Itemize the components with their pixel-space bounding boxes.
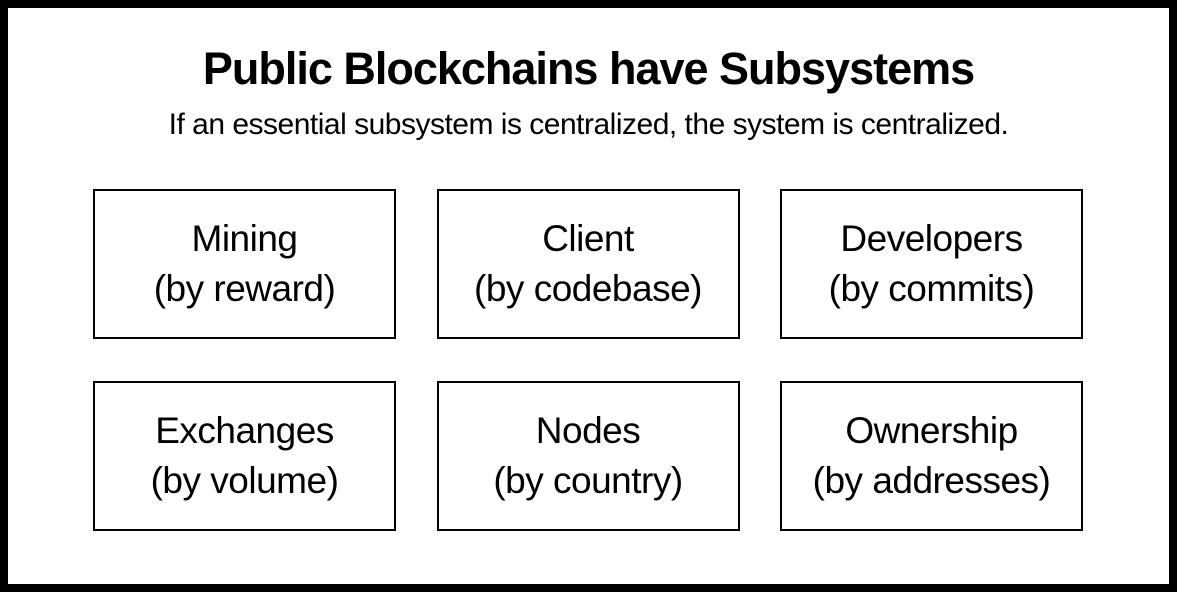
subsystem-name: Mining: [191, 218, 299, 260]
subsystem-box-mining: Mining (by reward): [93, 189, 396, 339]
subsystem-qualifier: (by codebase): [474, 268, 702, 309]
subsystem-box-exchanges: Exchanges (by volume): [93, 381, 396, 531]
subsystem-qualifier: (by country): [493, 460, 683, 501]
subsystem-name: Ownership: [845, 410, 1018, 452]
subsystem-name: Client: [542, 218, 634, 260]
subsystem-box-nodes: Nodes (by country): [436, 381, 740, 531]
subsystem-name: Exchanges: [155, 410, 334, 452]
subsystem-name: Developers: [840, 218, 1023, 260]
subsystem-qualifier: (by commits): [828, 268, 1035, 309]
slide-header: Public Blockchains have Subsystems If an…: [8, 8, 1169, 142]
subsystem-qualifier: (by volume): [150, 460, 339, 501]
subsystem-box-client: Client (by codebase): [436, 189, 740, 339]
page-title: Public Blockchains have Subsystems: [202, 43, 975, 94]
subsystem-box-developers: Developers (by commits): [780, 189, 1083, 339]
subsystem-box-ownership: Ownership (by addresses): [780, 381, 1083, 531]
page-subtitle: If an essential subsystem is centralized…: [168, 107, 1009, 141]
subsystem-grid: Mining (by reward) Client (by codebase) …: [93, 189, 1083, 531]
subsystem-qualifier: (by addresses): [812, 460, 1051, 501]
subsystem-name: Nodes: [535, 410, 641, 452]
subsystem-qualifier: (by reward): [153, 268, 336, 309]
